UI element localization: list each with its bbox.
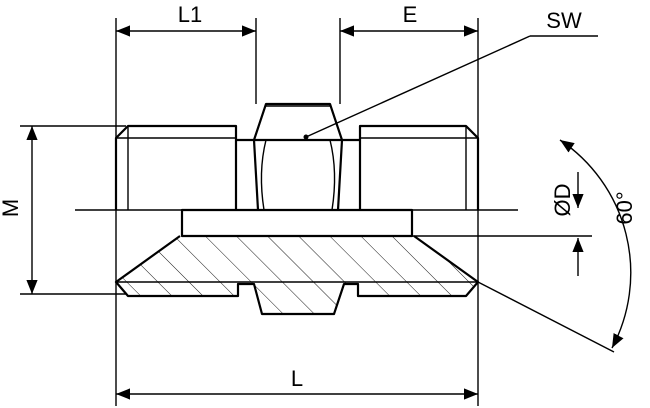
label-angle: 60°	[612, 191, 637, 224]
label-l: L	[291, 366, 303, 391]
right-threaded-end	[358, 124, 480, 210]
dimension-e: E	[340, 2, 478, 37]
dimension-sw: SW	[305, 8, 598, 138]
bore	[180, 208, 414, 238]
hex-body	[236, 102, 360, 211]
left-threaded-end	[114, 124, 238, 210]
extension-lines	[20, 18, 615, 406]
dimension-l1: L1	[116, 2, 256, 37]
label-l1: L1	[178, 2, 202, 27]
dimension-d: ØD	[550, 172, 584, 276]
section-view	[114, 235, 480, 316]
dimension-l: L	[116, 366, 478, 400]
label-m: M	[0, 199, 23, 217]
label-sw: SW	[546, 8, 582, 33]
dimension-m: M	[0, 126, 38, 294]
label-e: E	[403, 2, 418, 27]
dimension-angle: 60°	[559, 139, 637, 349]
label-d: ØD	[550, 184, 575, 217]
